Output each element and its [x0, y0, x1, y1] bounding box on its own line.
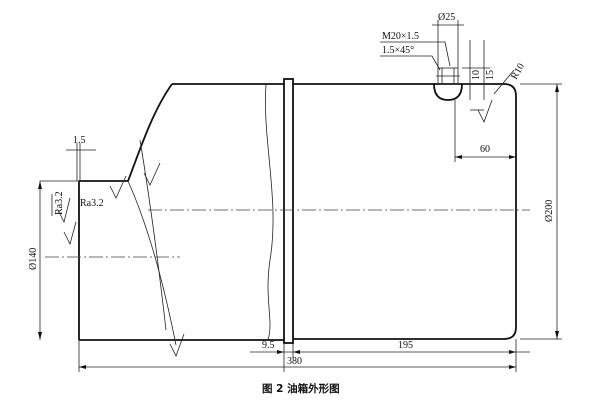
chamfer-label: 1.5×45° — [382, 45, 414, 56]
figure-caption: 图 2 油箱外形图 — [262, 382, 340, 395]
dim-d25-label: Ø25 — [438, 12, 455, 23]
dim-d200 — [520, 83, 562, 340]
dim-d140 — [38, 143, 161, 340]
dims-bottom — [78, 333, 530, 372]
dim-r10-label: R10 — [509, 62, 527, 82]
tank-outline — [78, 78, 517, 344]
thread-label: M20×1.5 — [382, 31, 419, 42]
dim-d140-label: Ø140 — [28, 248, 39, 270]
break-lines — [127, 83, 274, 346]
filler-port — [380, 20, 516, 162]
dim-380-label: 380 — [287, 356, 302, 367]
dim-h10-label: 10 — [471, 70, 482, 80]
centerlines — [45, 209, 530, 258]
dim-9-5-label: 9.5 — [262, 340, 275, 351]
dim-d200-label: Ø200 — [544, 200, 555, 222]
dim-195-label: 195 — [398, 340, 413, 351]
dim-1-5-label: 1.5 — [73, 135, 86, 146]
dim-60-label: 60 — [480, 144, 490, 155]
roughness-right-label: Ra3.2 — [80, 198, 104, 209]
dim-h15-label: 15 — [485, 70, 496, 80]
roughness-left-label: Ra3.2 — [54, 191, 65, 215]
